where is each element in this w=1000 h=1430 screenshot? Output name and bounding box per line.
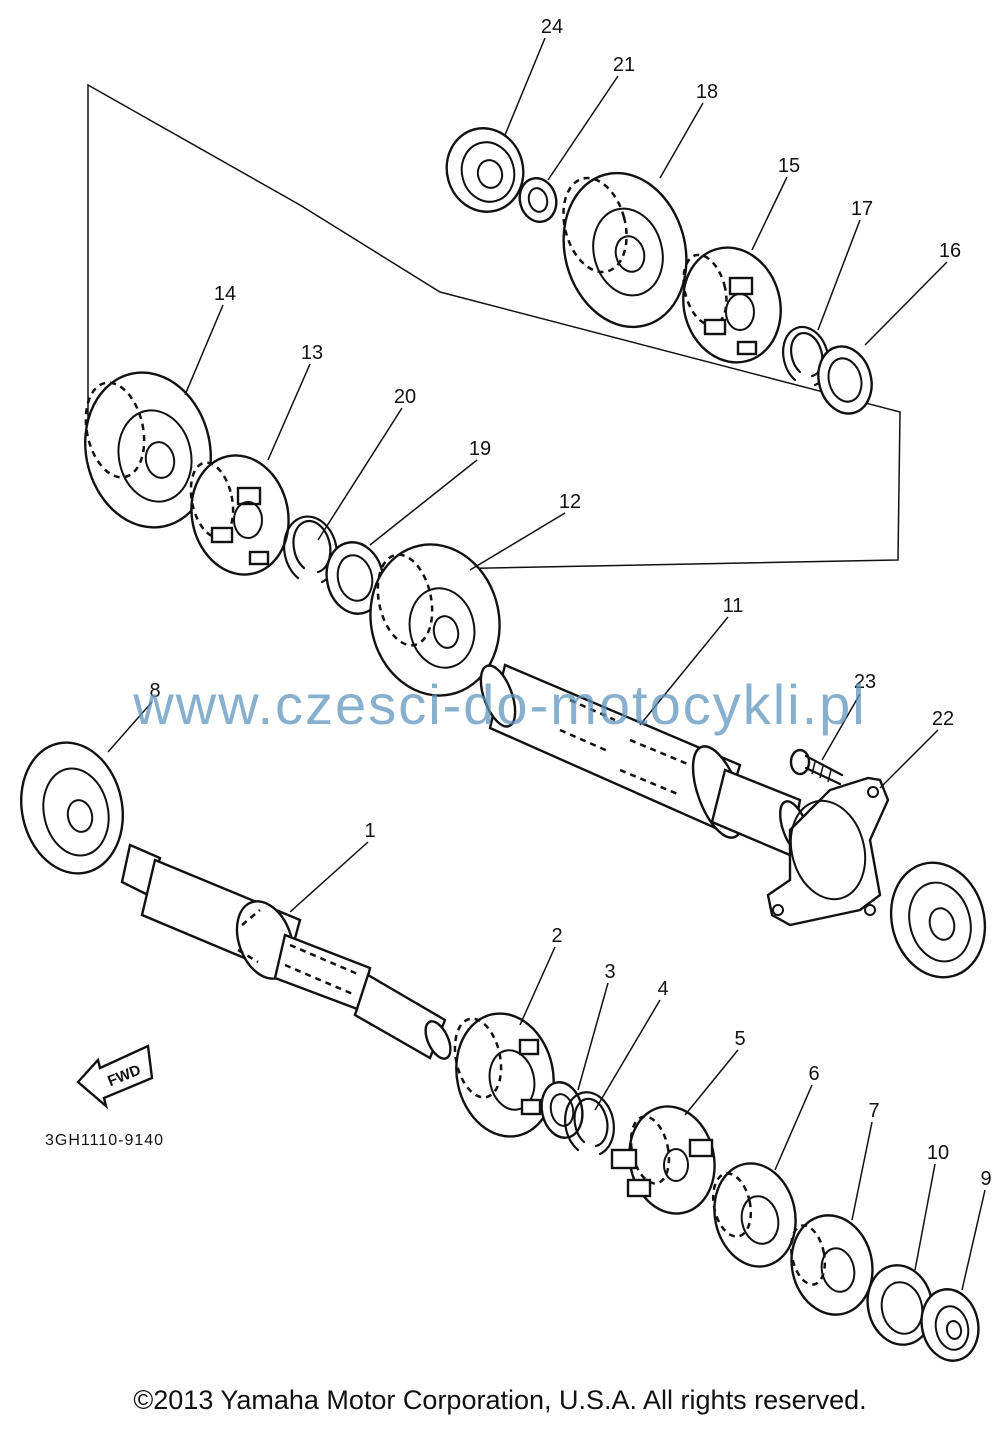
callout-3: 3: [604, 961, 615, 983]
part-23-screw: [789, 748, 844, 786]
part-8-bearing: [20, 741, 124, 875]
callout-23: 23: [854, 671, 876, 693]
callout-8: 8: [149, 680, 160, 702]
callout-24: 24: [541, 16, 563, 38]
fwd-arrow-icon: FWD: [76, 1044, 154, 1110]
part-3-washer: [540, 1081, 584, 1139]
callout-12: 12: [559, 491, 581, 513]
part-22-bearing-retainer: [766, 776, 890, 927]
part-21-washer: [518, 177, 558, 223]
part-14-gear: [84, 371, 212, 529]
callout-2: 2: [551, 925, 562, 947]
callout-1: 1: [364, 820, 375, 842]
callout-5: 5: [734, 1028, 745, 1050]
part-7-gear: [789, 1214, 874, 1316]
part-18-gear: [562, 171, 688, 329]
part-4-circlip: [564, 1091, 615, 1156]
callout-4: 4: [657, 978, 668, 1000]
part-11-drive-axle: [479, 663, 811, 857]
leader-lines: [107, 37, 986, 1291]
part-12-gear: [369, 543, 501, 697]
part-2-gear: [453, 1012, 555, 1138]
callout-6: 6: [808, 1063, 819, 1085]
callout-14: 14: [214, 283, 236, 305]
callout-22: 22: [932, 708, 954, 730]
part-24-bearing: [445, 127, 525, 213]
part-9-bearing: [920, 1288, 980, 1362]
part-15-gear: [682, 246, 782, 364]
callout-10: 10: [927, 1142, 949, 1164]
callout-19: 19: [469, 438, 491, 460]
callout-7: 7: [868, 1100, 879, 1122]
bearing-right: [889, 861, 987, 979]
part-6-gear: [711, 1162, 797, 1268]
copyright-notice: ©2013 Yamaha Motor Corporation, U.S.A. A…: [133, 1385, 867, 1415]
part-13-gear: [189, 454, 290, 576]
group-outline: [87, 83, 901, 571]
part-5-gear: [610, 1105, 716, 1215]
callout-11: 11: [723, 595, 744, 617]
watermark: www.czesci-do-motocykli.pl: [133, 673, 867, 736]
callout-20: 20: [394, 386, 416, 408]
diagram-code: 3GH1110-9140: [45, 1132, 164, 1149]
callout-16: 16: [939, 240, 961, 262]
callout-13: 13: [301, 342, 323, 364]
part-1-main-axle: [120, 843, 452, 1060]
callout-9: 9: [980, 1168, 991, 1190]
callout-21: 21: [613, 54, 635, 76]
callout-17: 17: [851, 198, 873, 220]
part-16-washer: [817, 345, 873, 415]
callouts: 24 21 18 15 17 16 14 13 20 19 12 11 23 2…: [149, 16, 991, 1190]
callout-18: 18: [696, 81, 718, 103]
callout-15: 15: [778, 155, 800, 177]
